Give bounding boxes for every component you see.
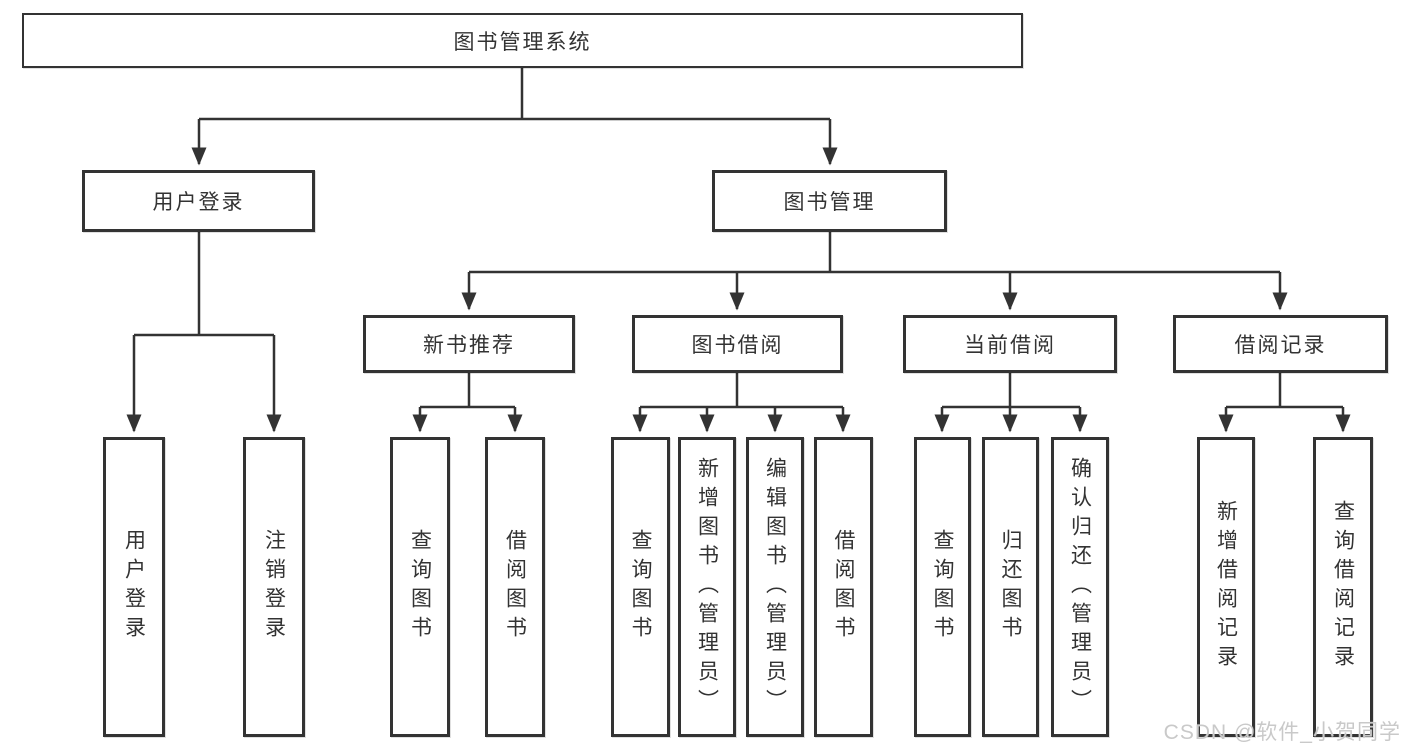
csdn-watermark: CSDN @软件_小贺同学 [1163,721,1401,744]
leaf-borrow-books-2: 借阅图书 [814,437,873,737]
leaf-return-books: 归还图书 [982,437,1039,737]
leaf-logout: 注销登录 [243,437,305,737]
node-borrowing-records: 借阅记录 [1173,315,1388,373]
node-book-management: 图书管理 [712,170,947,232]
node-user-login: 用户登录 [82,170,315,232]
leaf-query-books-2: 查询图书 [611,437,670,737]
node-library-management-system: 图书管理系统 [22,13,1023,68]
leaf-confirm-return-admin: 确认归还（管理员） [1051,437,1109,737]
leaf-query-books-3: 查询图书 [914,437,971,737]
leaf-user-login: 用户登录 [103,437,165,737]
leaf-add-borrow-record: 新增借阅记录 [1197,437,1255,737]
leaf-borrow-books-1: 借阅图书 [485,437,545,737]
leaf-query-borrow-record: 查询借阅记录 [1313,437,1373,737]
leaf-add-books-admin: 新增图书（管理员） [678,437,736,737]
node-new-book-recommendation: 新书推荐 [363,315,575,373]
node-book-borrowing: 图书借阅 [632,315,843,373]
leaf-query-books-1: 查询图书 [390,437,450,737]
node-current-borrowing: 当前借阅 [903,315,1117,373]
leaf-edit-books-admin: 编辑图书（管理员） [746,437,804,737]
